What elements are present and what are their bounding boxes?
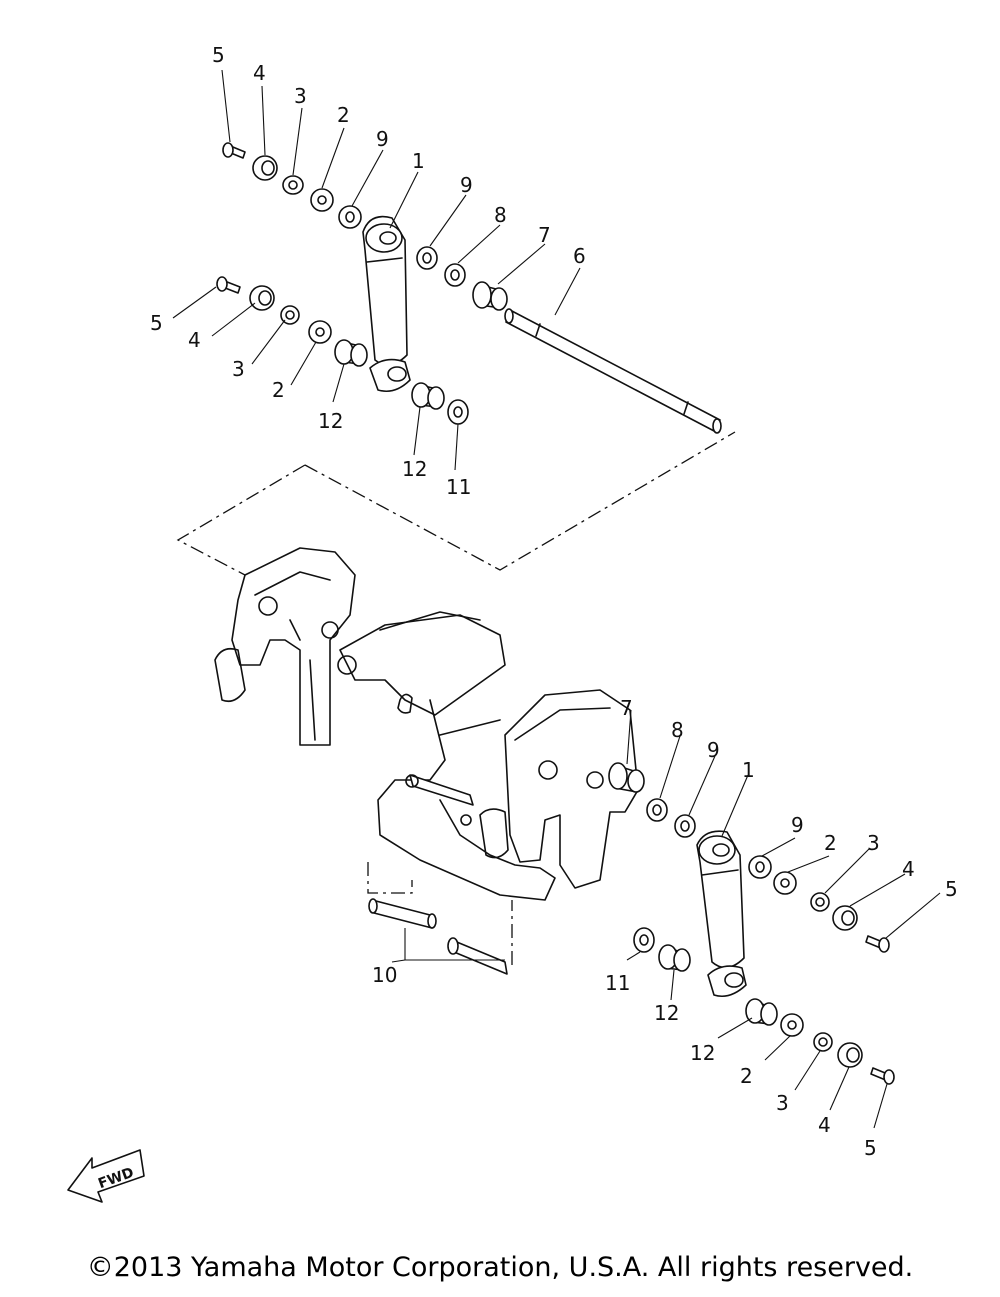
callout-5-lower-right: 5 <box>945 877 958 901</box>
callout-3-top: 3 <box>294 84 307 108</box>
callout-4-mid: 4 <box>188 328 201 352</box>
upper-damper-assembly <box>216 142 722 434</box>
callout-9-top-right: 9 <box>460 173 473 197</box>
callout-9-top-left: 9 <box>376 127 389 151</box>
callout-5-lower: 5 <box>864 1136 877 1160</box>
callout-2-mid: 2 <box>272 378 285 402</box>
part-10-pins <box>368 898 508 975</box>
callout-7-top: 7 <box>538 223 551 247</box>
callout-3-mid: 3 <box>232 357 245 381</box>
phantom-line-upper-right <box>304 431 736 571</box>
lower-damper-assembly <box>608 762 895 1085</box>
callout-12-lower-right: 12 <box>690 1041 715 1065</box>
callout-5-top: 5 <box>212 43 225 67</box>
callout-2-lower: 2 <box>740 1064 753 1088</box>
callout-5-mid: 5 <box>150 311 163 335</box>
callout-12-lower-left: 12 <box>654 1001 679 1025</box>
callout-10: 10 <box>372 963 397 987</box>
callout-12-mid-right: 12 <box>402 457 427 481</box>
callout-8-lower: 8 <box>671 718 684 742</box>
callout-2-lower-right: 2 <box>824 831 837 855</box>
callout-3-lower: 3 <box>776 1091 789 1115</box>
callout-9-lower-right: 9 <box>791 813 804 837</box>
callout-8-top: 8 <box>494 203 507 227</box>
leader-lines <box>172 69 941 1129</box>
fwd-arrow-icon: FWD <box>67 1149 145 1203</box>
callout-4-top: 4 <box>253 61 266 85</box>
callout-11-mid: 11 <box>446 475 471 499</box>
callout-1-top: 1 <box>412 149 425 173</box>
copyright-notice: ©2013 Yamaha Motor Corporation, U.S.A. A… <box>86 1252 914 1283</box>
bracket-assembly <box>214 547 639 901</box>
exploded-parts-diagram: 5 4 3 2 9 1 9 8 7 6 5 4 3 2 12 12 11 7 8… <box>67 43 958 1203</box>
callout-4-lower: 4 <box>818 1113 831 1137</box>
phantom-line-upper <box>176 464 306 576</box>
callout-9-lower-left: 9 <box>707 738 720 762</box>
callout-numbers: 5 4 3 2 9 1 9 8 7 6 5 4 3 2 12 12 11 7 8… <box>150 43 958 1160</box>
callout-4-lower-right: 4 <box>902 857 915 881</box>
callout-6: 6 <box>573 244 586 268</box>
callout-7-lower: 7 <box>620 696 633 720</box>
callout-12-mid-left: 12 <box>318 409 343 433</box>
phantom-line-lower <box>367 862 413 894</box>
callout-1-lower: 1 <box>742 758 755 782</box>
callout-3-lower-right: 3 <box>867 831 880 855</box>
callout-11-lower: 11 <box>605 971 630 995</box>
callout-2-top: 2 <box>337 103 350 127</box>
